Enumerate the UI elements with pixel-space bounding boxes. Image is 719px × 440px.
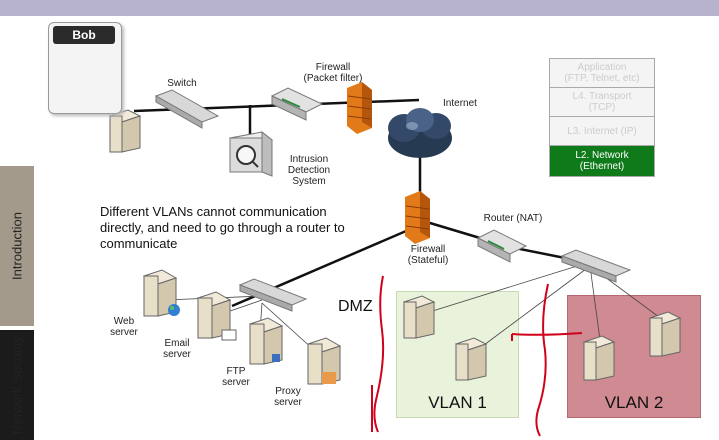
firewall-stateful-label: Firewall (Stateful)	[407, 244, 449, 266]
email-server-label: Email server	[163, 338, 191, 360]
vlan1-server-a-icon	[402, 295, 436, 339]
router-nat-label: Router (NAT)	[483, 213, 543, 224]
bob-label: Bob	[53, 26, 115, 44]
vlan1-label: VLAN 1	[428, 393, 487, 412]
vlan2-server-b-icon	[648, 311, 682, 357]
switch-label: Switch	[167, 78, 197, 89]
stack-layer: Application (FTP, Telnet, etc)	[549, 58, 655, 88]
ids-label: Intrusion Detection System	[287, 154, 331, 187]
firewall-packet-icon	[347, 82, 372, 134]
protocol-stack: Application (FTP, Telnet, etc)L4. Transp…	[549, 58, 655, 177]
vlan2-zone: VLAN 2	[567, 295, 701, 418]
annotations	[371, 275, 583, 437]
tab-introduction[interactable]: Introduction	[0, 166, 34, 326]
firewall-packet-label: Firewall (Packet filter)	[303, 62, 363, 84]
stack-layer: L4. Transport (TCP)	[549, 88, 655, 117]
email-server-icon	[196, 291, 237, 341]
stack-layer: L2. Network (Ethernet)	[549, 146, 655, 177]
ftp-server-label: FTP server	[222, 366, 250, 388]
packet-filter-router-icon	[270, 87, 324, 121]
router-nat-icon	[476, 229, 528, 263]
ids-icon	[228, 130, 274, 177]
web-server-icon	[142, 269, 180, 317]
tab-network-security[interactable]: Network Security	[0, 330, 34, 440]
internet-label: Internet	[443, 98, 477, 109]
vlan2-server-a-icon	[582, 335, 616, 381]
vlan2-label: VLAN 2	[604, 393, 664, 412]
internet-cloud-icon	[388, 108, 452, 158]
server-icon	[108, 109, 142, 153]
proxy-server-icon	[306, 337, 342, 385]
web-server-label: Web server	[110, 316, 138, 338]
dmz-label: DMZ	[338, 298, 373, 315]
ftp-server-icon	[248, 317, 284, 365]
firewall-stateful-icon	[405, 191, 430, 244]
dmz-switch-icon	[238, 278, 308, 312]
vlan1-server-b-icon	[454, 337, 488, 381]
switch-icon	[154, 89, 220, 129]
stack-layer: L3. Internet (IP)	[549, 117, 655, 146]
vlan-switch-icon	[560, 249, 632, 283]
proxy-server-label: Proxy server	[274, 386, 302, 408]
bob-card: Bob	[48, 22, 122, 114]
vlan-note: Different VLANs cannot communication dir…	[100, 204, 345, 251]
top-bar	[0, 0, 719, 16]
